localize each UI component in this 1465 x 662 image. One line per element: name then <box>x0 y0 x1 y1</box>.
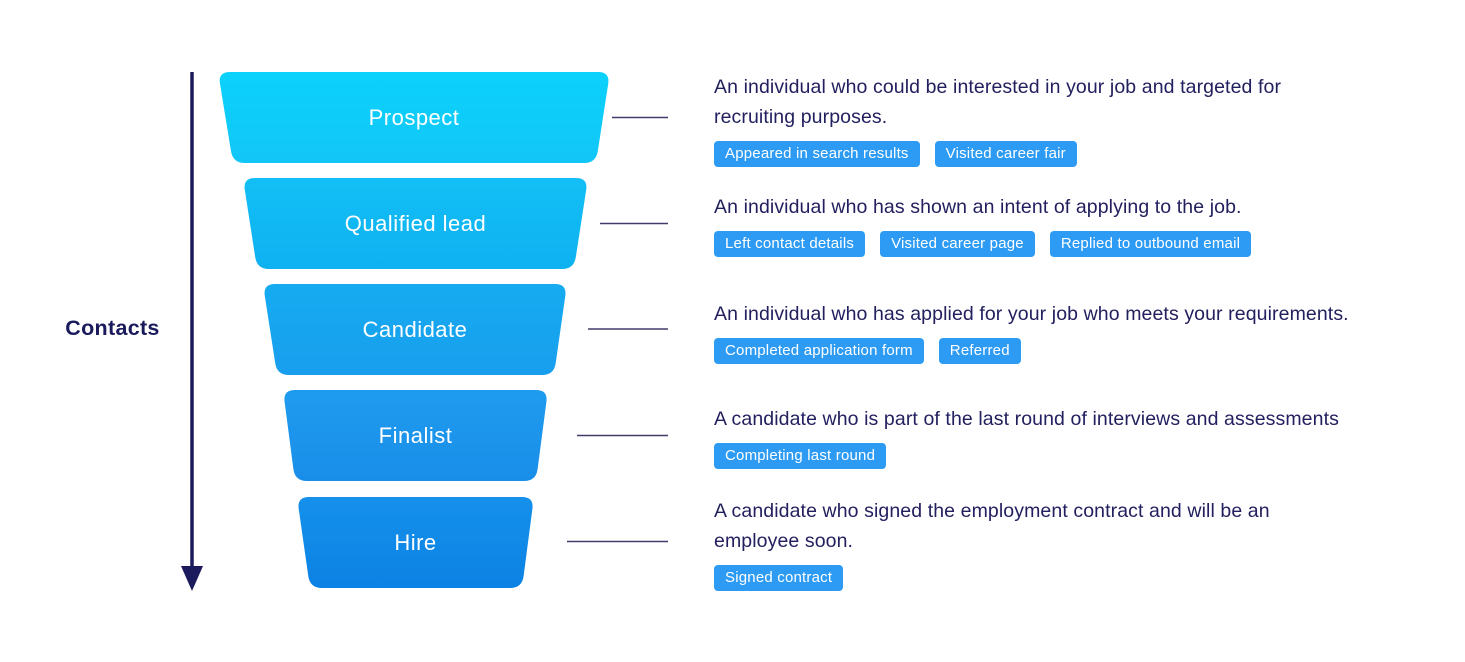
funnel-stage-finalist[interactable]: Finalist <box>378 422 453 448</box>
stage-description: An individual who could be interested in… <box>714 76 1282 128</box>
stage-tags: Left contact details Visited career page R… <box>714 231 1459 257</box>
funnel-stage-shape[interactable] <box>244 178 587 269</box>
funnel-axis-label: Contacts <box>65 316 160 340</box>
stage-details-prospect: An individual who could be interested in… <box>714 72 1459 167</box>
stage-details-candidate: An individual who has applied for your j… <box>714 299 1459 364</box>
stage-description: An individual who has shown an intent of… <box>714 196 1242 218</box>
funnel-stage-shape[interactable] <box>298 497 533 588</box>
stage-tags: Appeared in search results Visited career… <box>714 141 1459 167</box>
stage-tags: Completed application form Referred <box>714 338 1459 364</box>
stage-tag-badge[interactable]: Visited career page <box>880 231 1035 257</box>
stage-tag-badge[interactable]: Completed application form <box>714 338 924 364</box>
stage-description: A candidate who signed the employment co… <box>714 500 1270 552</box>
stage-description: An individual who has applied for your j… <box>714 303 1349 325</box>
funnel-stage-prospect[interactable]: Prospect <box>368 104 460 130</box>
stage-description: A candidate who is part of the last roun… <box>714 408 1339 430</box>
stage-tag-badge[interactable]: Completing last round <box>714 443 887 469</box>
stage-tags: Signed contract <box>714 565 1459 591</box>
funnel-stage-qualified-lead[interactable]: Qualified lead <box>344 210 487 236</box>
stage-tags: Completing last round <box>714 443 1459 469</box>
stage-details-qualified-lead: An individual who has shown an intent of… <box>714 192 1459 257</box>
funnel-stage-shape[interactable] <box>264 284 566 375</box>
stage-details-finalist: A candidate who is part of the last roun… <box>714 404 1459 469</box>
stage-tag-badge[interactable]: Appeared in search results <box>714 141 920 167</box>
stage-tag-badge[interactable]: Referred <box>938 338 1021 364</box>
stage-tag-badge[interactable]: Signed contract <box>714 565 844 591</box>
funnel-stage-candidate[interactable]: Candidate <box>362 316 468 342</box>
funnel-stage-hire[interactable]: Hire <box>394 529 437 555</box>
stage-tag-badge[interactable]: Replied to outbound email <box>1049 231 1252 257</box>
funnel-stage-shape[interactable] <box>219 72 609 163</box>
funnel-stage-shape[interactable] <box>284 390 547 481</box>
stage-tag-badge[interactable]: Visited career fair <box>934 141 1077 167</box>
stage-tag-badge[interactable]: Left contact details <box>714 231 866 257</box>
stage-details-hire: A candidate who signed the employment co… <box>714 496 1459 591</box>
